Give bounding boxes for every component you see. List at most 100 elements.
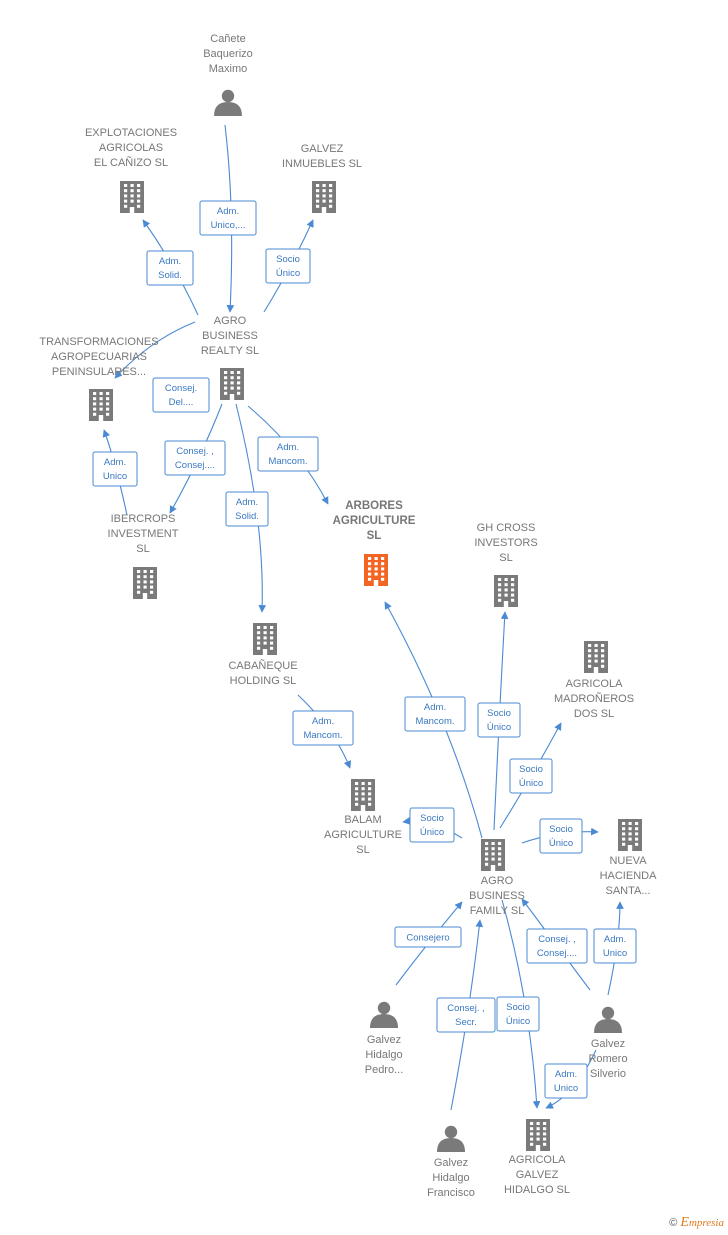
brand-logo-letter: E <box>680 1215 689 1230</box>
edge-label-text: Adm. <box>159 256 181 267</box>
edge-label-text: Único <box>549 838 573 849</box>
node-label: FAMILY SL <box>470 905 525 917</box>
edge-label-box[interactable] <box>257 436 319 472</box>
brand-watermark: © Empresia <box>669 1215 724 1231</box>
node-label: SL <box>367 530 382 542</box>
edge-label-text: Socio <box>276 254 300 265</box>
node-label: AGRO <box>481 875 514 887</box>
edge-label-box[interactable] <box>292 710 354 746</box>
edge-label-box[interactable] <box>436 997 496 1033</box>
node-pedro[interactable]: GalvezHidalgoPedro... <box>365 1001 404 1076</box>
edge-label-text: Consejero <box>406 933 449 944</box>
node-label: BALAM <box>344 814 381 826</box>
building-icon <box>351 779 375 811</box>
edge-label-text: Adm. <box>555 1069 577 1080</box>
edge-label-text: Único <box>487 722 511 733</box>
edge-pedro-to-abfamily: Consejero <box>394 901 463 986</box>
node-label: BUSINESS <box>469 890 525 902</box>
edge-label-text: Mancom. <box>303 730 342 741</box>
edge-label-text: Adm. <box>312 716 334 727</box>
edge-label-box[interactable] <box>265 248 311 284</box>
edge-label-box[interactable] <box>526 928 588 964</box>
edge-abrealty-to-cabaneque: Adm.Solid. <box>225 403 269 613</box>
edge-label-text: Mancom. <box>268 456 307 467</box>
node-label: DOS SL <box>574 708 614 720</box>
edge-label-box[interactable] <box>539 818 583 854</box>
edge-label-text: Consej.... <box>537 948 577 959</box>
edge-label-text: Unico <box>603 948 627 959</box>
node-label: SL <box>136 543 149 555</box>
edge-label-text: Adm. <box>236 497 258 508</box>
edge-label-text: Unico <box>103 471 127 482</box>
edge-label-text: Socio <box>549 824 573 835</box>
edge-label-box[interactable] <box>477 702 521 738</box>
edge-abrealty-to-explot: Adm.Solid. <box>142 219 199 316</box>
edge-label-box[interactable] <box>496 996 540 1032</box>
node-nuevahac[interactable]: NUEVA HACIENDA SANTA... <box>600 819 658 897</box>
brand-logo-text: mpresia <box>688 1217 724 1229</box>
node-label: SANTA... <box>605 885 650 897</box>
node-label: Hidalgo <box>365 1049 402 1061</box>
edge-label-box[interactable] <box>164 440 226 476</box>
edge-label-box[interactable] <box>394 926 462 948</box>
building-icon <box>133 567 157 599</box>
edge-label-text: Socio <box>506 1002 530 1013</box>
node-label: Francisco <box>427 1187 475 1199</box>
node-label: HACIENDA <box>600 870 658 882</box>
edge-label-text: Consej. <box>165 383 197 394</box>
node-label: INVESTORS <box>474 537 537 549</box>
node-label: MADROÑEROS <box>554 692 634 705</box>
edge-label-box[interactable] <box>225 491 269 527</box>
node-label: Silverio <box>590 1068 626 1080</box>
edge-abrealty-to-arbores: Adm. Mancom. <box>247 405 329 505</box>
node-label: CABAÑEQUE <box>228 659 297 672</box>
node-transf[interactable]: TRANSFORMACIONESAGROPECUARIASPENINSULARE… <box>39 336 159 421</box>
edge-abrealty-to-transf: Consej. Del.... <box>114 321 210 413</box>
edge-label-text: Socio <box>420 813 444 824</box>
edge-label-box[interactable] <box>152 377 210 413</box>
node-label: Cañete <box>210 33 245 45</box>
edge-label-box[interactable] <box>409 807 455 843</box>
edge-label-box[interactable] <box>544 1063 588 1099</box>
edge-label-box[interactable] <box>146 250 194 286</box>
node-label: ARBORES <box>345 500 403 512</box>
node-label: INVESTMENT <box>108 528 179 540</box>
edge-abfamily-to-arbores: Adm.Mancom. <box>384 601 483 839</box>
person-icon <box>437 1125 465 1152</box>
edge-label-text: Del.... <box>169 397 194 408</box>
edge-label-box[interactable] <box>92 451 138 487</box>
building-icon <box>584 641 608 673</box>
node-label: Romero <box>588 1053 627 1065</box>
edge-label-box[interactable] <box>509 758 553 794</box>
edge-label-box[interactable] <box>199 200 257 236</box>
node-abfamily[interactable]: AGRO BUSINESS FAMILY SL <box>469 839 525 917</box>
node-label: EXPLOTACIONES <box>85 127 177 139</box>
edge-label-text: Único <box>276 268 300 279</box>
edge-label-box[interactable] <box>404 696 466 732</box>
nodes-layer: CañeteBaquerizoMaximoEXPLOTACIONESAGRICO… <box>39 33 657 1199</box>
edge-label-text: Adm. <box>277 442 299 453</box>
node-label: AGRICULTURE <box>324 829 402 841</box>
building-icon <box>220 368 244 400</box>
edge-francisco-to-abfamily: Consej. ,Secr. <box>436 919 496 1111</box>
edge-label-text: Adm. <box>104 457 126 468</box>
node-label: NUEVA <box>609 855 647 867</box>
edge-label-box[interactable] <box>593 928 637 964</box>
